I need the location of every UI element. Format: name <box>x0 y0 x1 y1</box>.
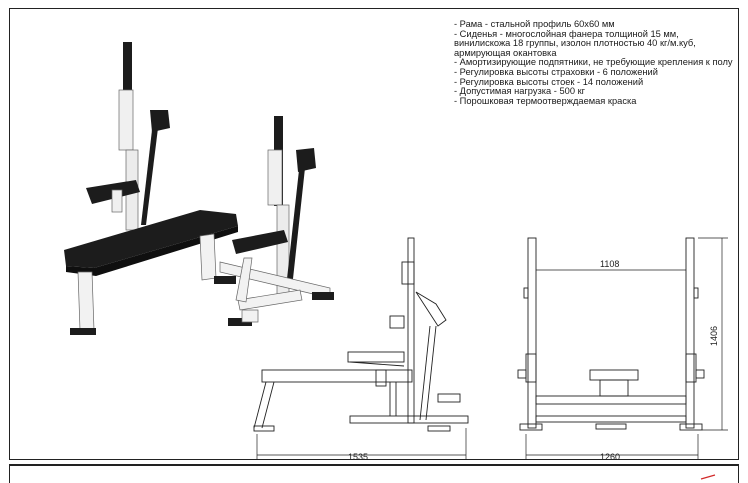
red-corner-mark <box>700 474 716 480</box>
spec-item-feet: - Амортизирующие подпятники, не требующи… <box>454 57 733 68</box>
title-block-frame <box>9 464 739 483</box>
spec-item-safety-adjust: - Регулировка высоты страховки - 6 полож… <box>454 66 658 77</box>
drawing-frame <box>9 8 739 460</box>
spec-item-max-load: - Допустимая нагрузка - 500 кг <box>454 86 586 97</box>
dim-label-height: 1406 <box>709 325 719 346</box>
side-view-drawing <box>253 237 469 432</box>
dim-label-front-width: 1108 <box>600 259 620 269</box>
dim-label-base-width: 1260 <box>600 452 621 462</box>
spec-item-frame: - Рама - стальной профиль 60х60 мм <box>454 19 615 29</box>
front-view-drawing <box>517 237 705 431</box>
spec-item-paint: - Порошковая термоотверждаемая краска <box>454 95 637 106</box>
spec-item-post-adjust: - Регулировка высоты стоек - 14 положени… <box>454 76 644 87</box>
spec-item-seats: - Сиденья - многослойная фанера толщиной… <box>454 28 699 58</box>
dim-line-width <box>525 237 728 460</box>
spec-list: - Рама - стальной профиль 60х60 мм - Сид… <box>454 19 736 106</box>
title-block-divider <box>9 464 739 466</box>
bench-render-image <box>64 42 334 335</box>
dim-label-side-length: 1535 <box>348 452 369 462</box>
dim-line-length <box>256 428 467 460</box>
